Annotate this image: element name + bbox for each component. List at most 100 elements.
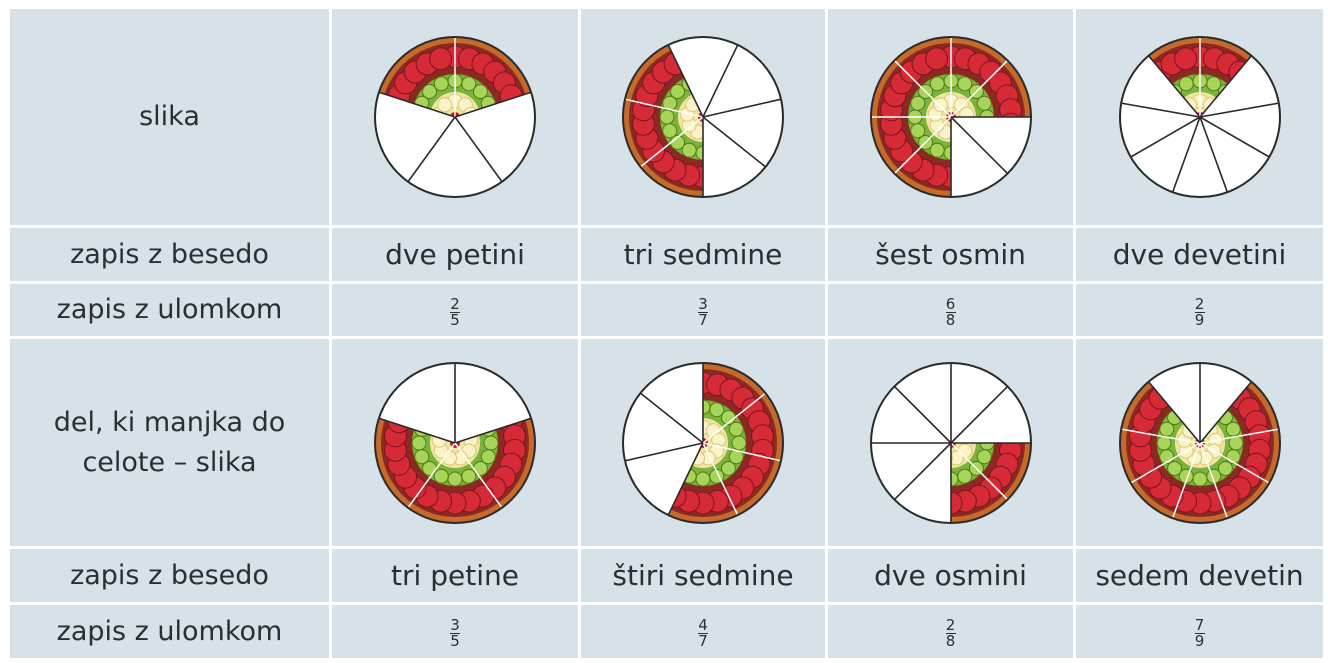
pie-stiri-sedmine: [622, 361, 784, 524]
slice-divider: [378, 91, 456, 118]
pie-outline: [869, 36, 1032, 198]
words-label: zapis z besedo: [7, 225, 332, 284]
slice-divider: [454, 91, 532, 118]
kiwi-slice: [461, 76, 477, 92]
kiwi-slice: [695, 471, 711, 486]
words-cell: dve osmini: [825, 546, 1076, 605]
kiwi-slice: [662, 95, 678, 111]
denominator: 9: [1194, 310, 1205, 329]
denominator: 8: [945, 310, 956, 329]
denominator: 5: [450, 310, 460, 329]
kiwi-slice: [670, 84, 686, 100]
words-cell: tri petine: [329, 546, 581, 605]
kiwi-slice: [1166, 460, 1182, 476]
pie-dve-petini: [374, 36, 536, 198]
slice-divider: [667, 442, 704, 515]
pie-tri-sedmine: [622, 36, 784, 198]
slice-divider: [1198, 442, 1228, 518]
slice-divider: [949, 385, 1008, 444]
slice-divider: [1147, 380, 1201, 444]
fraction-label: zapis z ulomkom: [7, 281, 332, 339]
slice-divider: [949, 116, 1008, 175]
denominator: 9: [1194, 632, 1205, 650]
kiwi-slice: [956, 76, 972, 92]
missing-picture-label: del, ki manjka do celote – slika: [7, 336, 332, 549]
pie-outline: [622, 361, 784, 524]
slice-divider: [1199, 116, 1270, 158]
pie-outline: [869, 361, 1032, 524]
kiwi-slice: [709, 401, 725, 417]
kiwi-slice: [447, 471, 463, 486]
kiwi-slice: [720, 460, 736, 476]
numerator: 3: [698, 294, 708, 313]
denominator: 7: [698, 632, 708, 650]
missing-picture-row: del, ki manjka do celote – slika: [7, 336, 1326, 549]
numerator: 7: [1194, 616, 1205, 634]
kiwi-slice: [1225, 421, 1241, 437]
banana-slice: [437, 97, 453, 113]
fractions-table: slika zapis z besedo dve petini tri sedm…: [7, 6, 1326, 661]
pie-outline: [374, 36, 536, 198]
slice-divider: [454, 116, 503, 183]
kiwi-slice: [909, 123, 925, 139]
slice-divider: [407, 116, 456, 183]
slice-divider: [454, 442, 503, 508]
kiwi-slice: [976, 448, 992, 464]
numerator: 4: [698, 616, 708, 634]
slice-divider: [893, 116, 952, 175]
kiwi-slice: [929, 76, 945, 92]
kiwi-slice: [422, 84, 438, 100]
denominator: 5: [450, 632, 460, 650]
slice-divider: [949, 441, 1008, 500]
numerator: 2: [945, 616, 956, 634]
slice-divider: [702, 441, 782, 462]
kiwi-slice: [1217, 460, 1233, 476]
slice-divider: [702, 392, 767, 444]
strawberry-slice: [1173, 47, 1197, 71]
kiwi-slice: [1178, 76, 1194, 92]
words-row: zapis z besedo dve petini tri sedmine še…: [7, 225, 1326, 284]
slice-divider: [1198, 380, 1252, 444]
slice-divider: [1199, 427, 1279, 444]
slice-divider: [378, 417, 456, 444]
numerator: 2: [450, 294, 460, 313]
banana-slice: [950, 450, 953, 466]
pie-outline: [1118, 361, 1281, 524]
pie-outline: [622, 36, 784, 198]
pie-sedem-devetin: [1118, 361, 1281, 524]
numerator: 6: [945, 294, 956, 313]
words-cell: dve petini: [329, 225, 581, 284]
denominator: 7: [698, 310, 708, 329]
pie-sest-osmin: [869, 36, 1032, 198]
slice-divider: [1120, 102, 1200, 118]
slice-divider: [1198, 116, 1228, 193]
fraction-label: zapis z ulomkom: [7, 602, 332, 661]
pizza-topping: [623, 44, 703, 197]
numerator: 3: [450, 616, 460, 634]
slice-divider: [639, 116, 704, 168]
kiwi-slice: [1205, 76, 1221, 92]
pie-outline: [374, 361, 536, 524]
slice-divider: [624, 98, 704, 118]
slice-divider: [1171, 442, 1201, 518]
pie-tri-petine: [374, 361, 536, 524]
slice-divider: [702, 44, 739, 118]
slice-divider: [893, 385, 952, 444]
slice-divider: [893, 59, 952, 118]
slice-divider: [893, 441, 952, 500]
strawberry-slice: [429, 47, 453, 71]
words-cell: dve devetini: [1073, 225, 1326, 284]
kiwi-slice: [681, 142, 697, 158]
slice-divider: [1129, 116, 1200, 158]
kiwi-slice: [728, 448, 744, 464]
words-label: zapis z besedo: [7, 546, 332, 605]
slice-divider: [624, 441, 704, 462]
kiwi-slice: [929, 142, 945, 158]
pie-dve-osmini: [869, 361, 1032, 524]
slice-divider: [639, 391, 704, 444]
